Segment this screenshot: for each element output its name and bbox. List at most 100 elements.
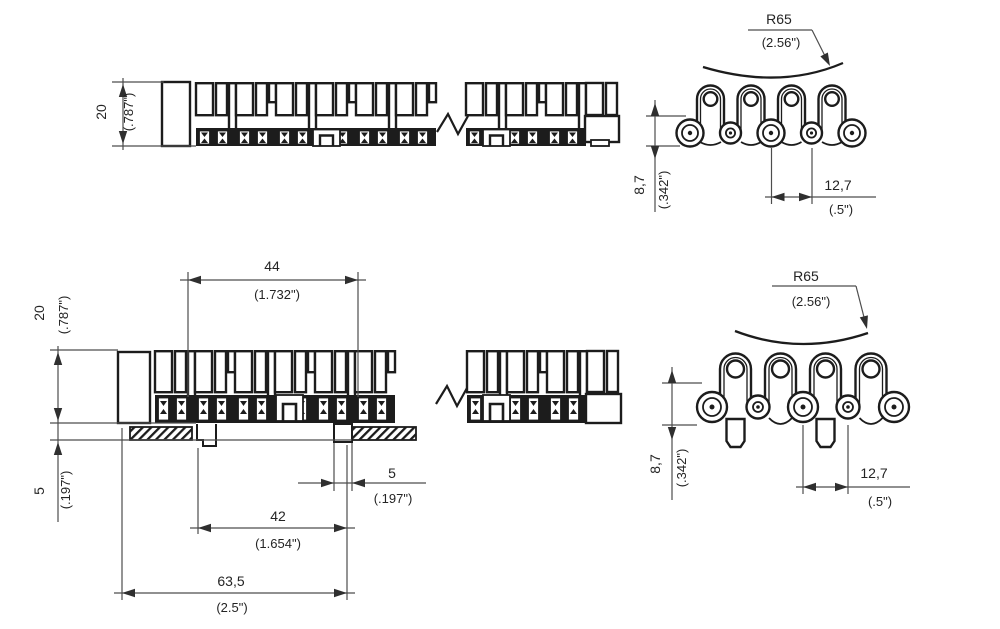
guide-tab [333,423,353,443]
arch-tooth [481,128,512,148]
dim-label-in: (2.56") [762,35,801,50]
link-plate [776,84,807,134]
dim-label-mm: 12,7 [860,465,887,481]
view-bottom-side: 44 (1.732") 20 (.787") 5 (.197") 5 (. [31,258,623,615]
flex-radius-arc [734,329,869,346]
chain-link-unit [313,350,357,425]
link-plate [817,84,847,134]
flex-radius-arc [702,61,844,79]
dim-back-height-87: 8,7 (.342") [631,100,686,212]
chain-end-plate [116,350,152,425]
link-plate [718,352,753,408]
pin [799,121,824,145]
dim-label-mm: 12,7 [824,177,851,193]
chain-side-profile [116,349,623,425]
chain-link-unit [234,81,278,148]
plate-hole [824,90,841,107]
dim-label-in: (2.56") [792,294,831,309]
dim-pitch-127: 12,7 (.5") [765,148,876,217]
chain-link-unit [354,81,398,148]
pin [745,394,771,420]
dim-label-in: (2.5") [216,600,247,615]
dim-label-in: (.342") [674,449,689,488]
guide-foot [725,417,746,449]
pin [835,394,861,420]
view-top-side: 20 (.787") [93,78,621,150]
dim-label-in: (.5") [829,202,853,217]
chain-link-unit [505,350,549,425]
dim-label-in: (1.654") [255,536,301,551]
dim-label-mm: 8,7 [631,175,647,195]
chain-link-unit [353,350,397,425]
dim-label-in: (.342") [656,171,671,210]
dim-label-in: (.197") [374,491,413,506]
link-plate [736,84,766,134]
rail-section [129,426,193,441]
dim-label-in: (.787") [56,296,71,335]
pin [695,390,729,424]
link-plate [763,352,798,408]
chain-link-unit [504,81,548,148]
dim-radius-r65: R65 (2.56") [702,11,844,79]
plate-hole [783,90,800,107]
dim-label-mm: R65 [793,268,819,284]
break-symbol [436,111,469,137]
dim-label-mm: 42 [270,508,286,524]
arch-tooth [274,393,305,423]
dim-inner-width-42: 42 (1.654") [190,445,355,600]
pin [877,390,911,424]
dim-back-height-87: 8,7 (.342") [647,367,702,500]
chain-links-row [695,352,911,449]
pin [675,118,705,148]
chain-link-unit [194,81,238,148]
link-plate [854,352,888,408]
dim-label-mm: 20 [93,104,109,120]
link-plate [695,84,726,134]
pin [718,121,743,145]
arch-tooth [311,128,342,148]
chain-link-unit [153,350,197,425]
plate-hole [725,359,746,379]
dim-label-mm: R65 [766,11,792,27]
pin [786,390,820,424]
plate-hole [770,359,791,379]
pin [837,118,867,148]
plate-hole [815,359,836,379]
dim-label-mm: 20 [31,305,47,321]
chain-side-profile [160,80,621,148]
link-plate [808,352,843,408]
dim-rail-height-5: 5 (.197") [31,427,352,522]
dim-height-20: 20 (.787") [31,296,196,427]
guide-foot [815,417,836,449]
rail-section [351,426,417,441]
dim-radius-r65: R65 (2.56") [734,268,872,346]
plate-hole [702,90,719,107]
plate-hole [743,90,760,107]
dim-top-width-44: 44 (1.732") [180,258,366,397]
dim-label-mm: 63,5 [217,573,244,589]
arch-tooth [481,393,512,423]
guide-rails [129,423,417,447]
dim-pitch-127: 12,7 (.5") [796,425,910,509]
chain-link-unit [544,81,588,148]
break-symbol [435,383,468,409]
chain-link-unit [233,350,277,425]
dim-label-in: (.787") [121,93,136,132]
dim-label-in: (.197") [58,471,73,510]
chain-link-unit [274,81,318,148]
dim-height-20: 20 (.787") [93,78,196,150]
plate-hole [861,359,881,379]
dim-label-mm: 5 [388,465,396,481]
view-bottom-end: R65 (2.56") 8,7 (.342") 12,7 (.5") [647,268,911,509]
pin [756,118,786,148]
view-top-end: R65 (2.56") 8,7 (.342") 12,7 (.5") [631,11,876,217]
dim-label-in: (1.732") [254,287,300,302]
dim-label-mm: 8,7 [647,454,663,474]
chain-end-plate [160,80,192,148]
chain-link-unit [394,81,438,148]
dim-label-mm: 44 [264,258,280,274]
chain-link-unit [193,350,237,425]
guide-tab [196,424,217,447]
